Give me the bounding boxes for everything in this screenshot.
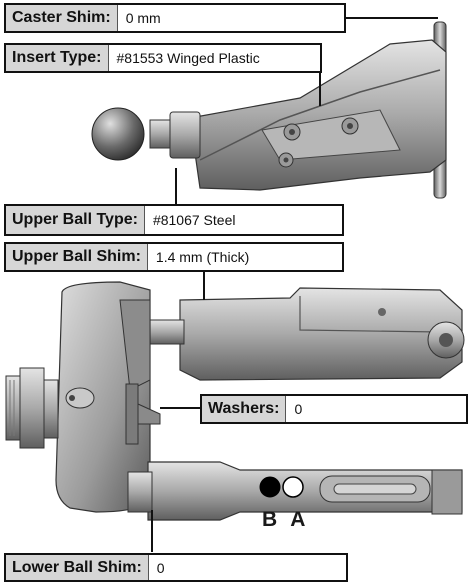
- steering-knuckle: [5, 281, 161, 513]
- washers-value: 0: [294, 401, 303, 417]
- upper-arm-top: [91, 21, 447, 199]
- lower-ball-shim-value: 0: [156, 559, 165, 576]
- lower-arm: [127, 461, 463, 521]
- lower-ball-shim-label: Lower Ball Shim:: [6, 555, 149, 580]
- upper-arm-middle: [139, 287, 465, 381]
- lower-ball-shim-callout: Lower Ball Shim: 0: [4, 553, 348, 582]
- hole-a-icon: [282, 476, 304, 498]
- washers-label: Washers:: [202, 396, 287, 422]
- upper-ball-shim-value: 1.4 mm (Thick): [155, 249, 250, 265]
- upper-ball-type-label: Upper Ball Type:: [6, 206, 145, 234]
- insert-type-label: Insert Type:: [6, 45, 109, 71]
- upper-ball-type-callout: Upper Ball Type: #81067 Steel: [4, 204, 344, 236]
- caster-shim-callout: Caster Shim: 0 mm: [4, 3, 346, 33]
- upper-ball-type-value: #81067 Steel: [152, 212, 236, 228]
- insert-type-value: #81553 Winged Plastic: [116, 50, 260, 66]
- caster-shim-label: Caster Shim:: [6, 5, 118, 31]
- washers-callout: Washers: 0: [200, 394, 468, 424]
- leader-lines: [151, 17, 438, 552]
- hole-position-labels: B A: [262, 508, 310, 531]
- caster-shim-value: 0 mm: [125, 10, 161, 26]
- hole-b-icon: [259, 476, 281, 498]
- upper-ball-shim-callout: Upper Ball Shim: 1.4 mm (Thick): [4, 242, 344, 272]
- upper-ball-shim-label: Upper Ball Shim:: [6, 244, 148, 270]
- insert-type-callout: Insert Type: #81553 Winged Plastic: [4, 43, 322, 73]
